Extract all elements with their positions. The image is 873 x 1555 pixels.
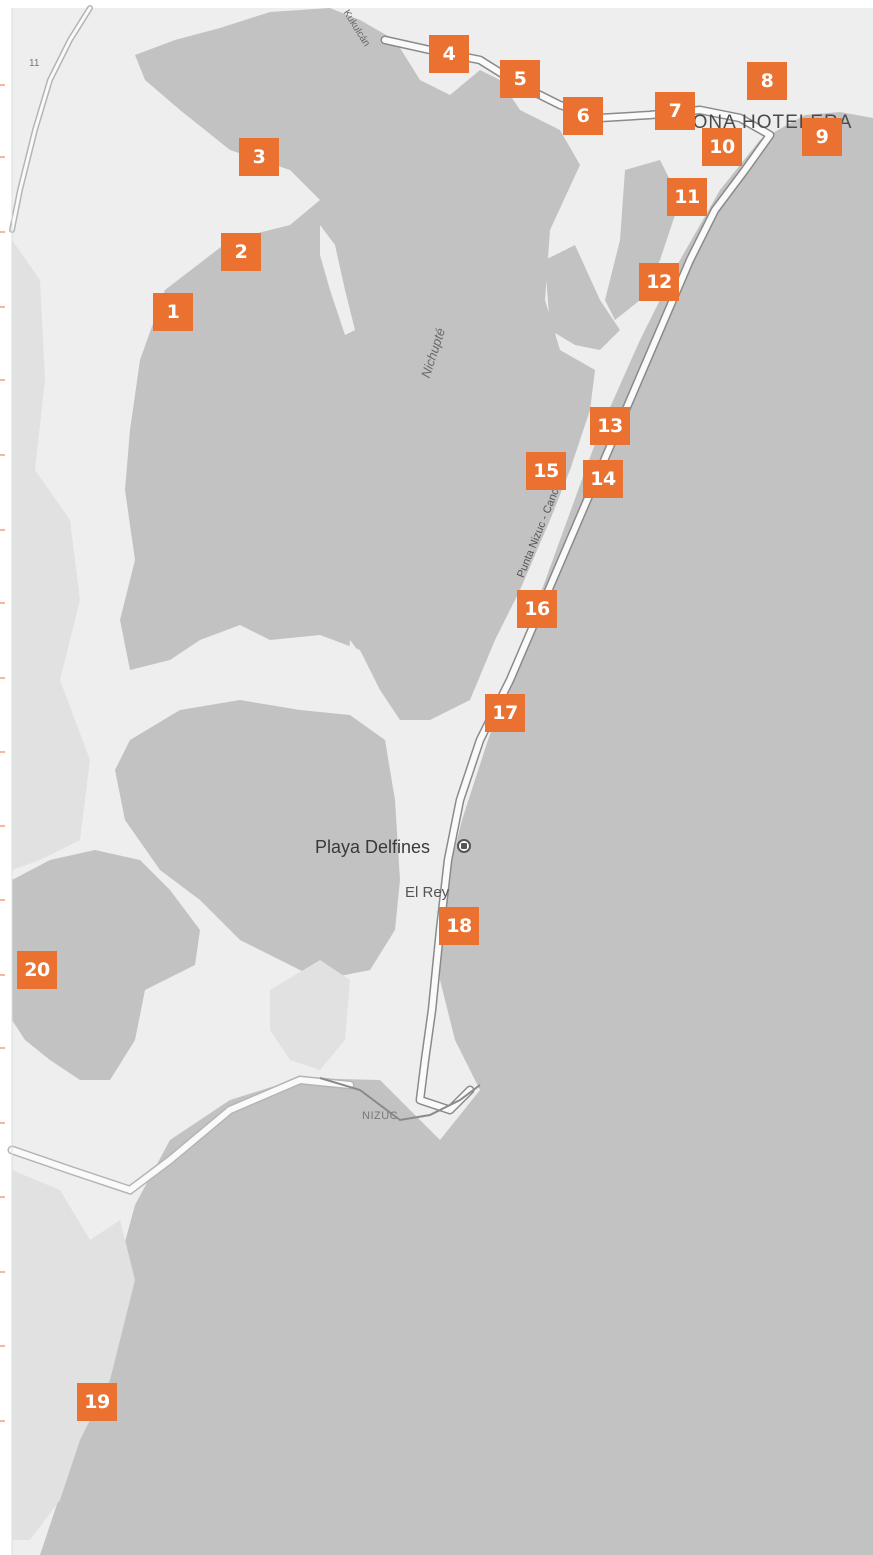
map-marker-2[interactable]: 2 [221, 233, 261, 271]
caribbean-sea [40, 8, 873, 1555]
highway-307 [7, 5, 355, 1196]
map-marker-5[interactable]: 5 [500, 60, 540, 98]
map-marker-4[interactable]: 4 [429, 35, 469, 73]
lagoon-islands-2 [348, 640, 385, 725]
nizuc-label: NIZUC [362, 1110, 399, 1122]
lagoon-islands [320, 225, 355, 335]
map-marker-8[interactable]: 8 [747, 62, 787, 100]
lagoon-inner-2 [605, 160, 680, 320]
map-marker-9[interactable]: 9 [802, 118, 842, 156]
map-marker-7[interactable]: 7 [655, 92, 695, 130]
map-marker-14[interactable]: 14 [583, 460, 623, 498]
playa-delfines-label[interactable]: Playa Delfines [315, 837, 431, 857]
vegetation-mid [270, 960, 350, 1070]
left-edge-ticks [0, 84, 5, 1422]
map-marker-18[interactable]: 18 [439, 907, 479, 945]
vegetation-west [12, 240, 90, 870]
lagoon-south [115, 700, 400, 980]
vegetation-south [12, 1170, 135, 1540]
map-marker-16[interactable]: 16 [517, 590, 557, 628]
lagoon-inner-1 [545, 245, 620, 350]
map-marker-17[interactable]: 17 [485, 694, 525, 732]
map-marker-19[interactable]: 19 [77, 1383, 117, 1421]
map-marker-12[interactable]: 12 [639, 263, 679, 301]
route-11-label: 11 [29, 58, 40, 69]
lagoon-nichupte [120, 8, 595, 720]
map-marker-13[interactable]: 13 [590, 407, 630, 445]
map-marker-3[interactable]: 3 [239, 138, 279, 176]
map-marker-11[interactable]: 11 [667, 178, 707, 216]
nizuc-road [319, 1077, 481, 1122]
map-marker-1[interactable]: 1 [153, 293, 193, 331]
map-marker-6[interactable]: 6 [563, 97, 603, 135]
map-marker-20[interactable]: 20 [17, 951, 57, 989]
map-marker-15[interactable]: 15 [526, 452, 566, 490]
el-rey-label: El Rey [405, 884, 450, 901]
museum-poi-icon[interactable] [457, 839, 471, 853]
map-marker-10[interactable]: 10 [702, 128, 742, 166]
lagoon-southwest [12, 850, 200, 1080]
